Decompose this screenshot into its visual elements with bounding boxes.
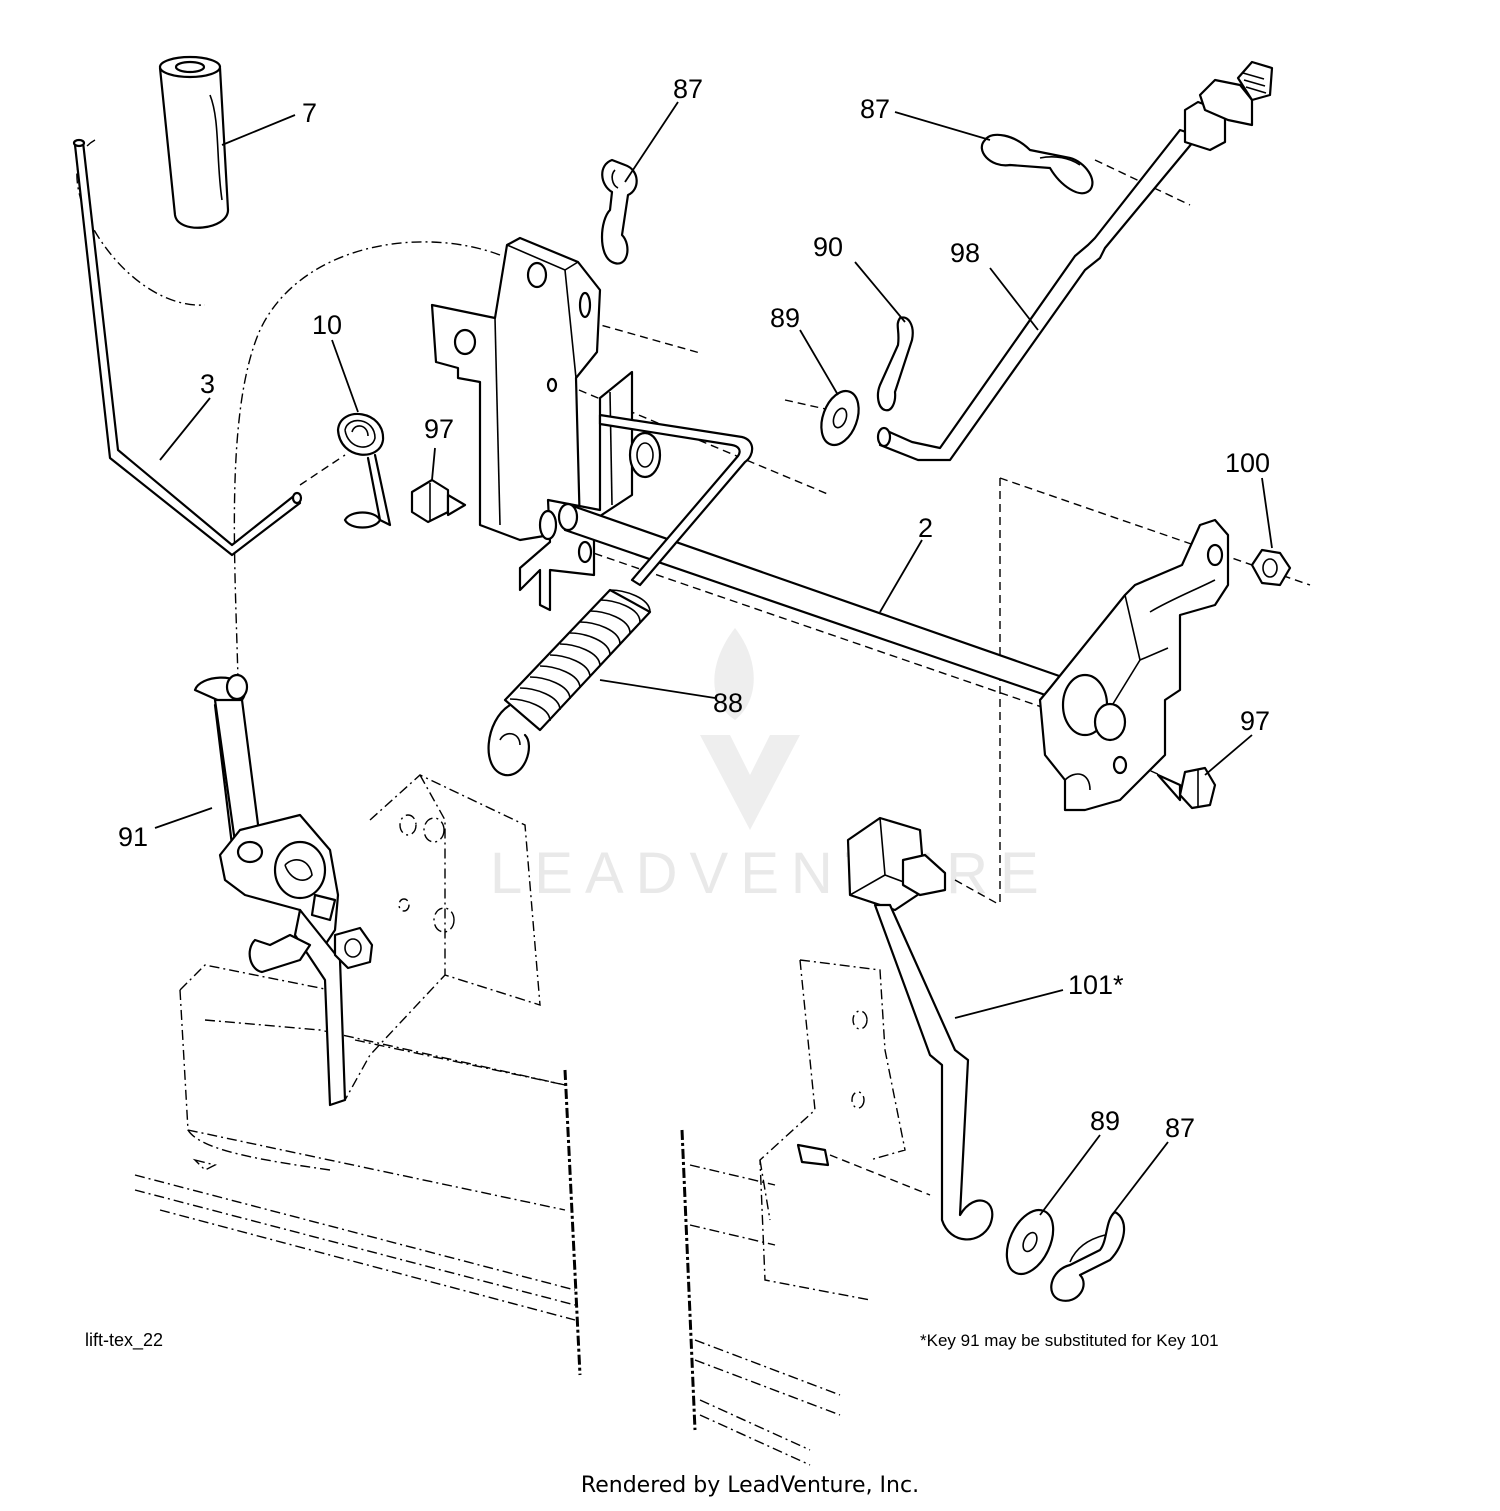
extension-spring bbox=[487, 588, 652, 777]
lift-link-left bbox=[193, 673, 374, 1107]
callout-98: 98 bbox=[950, 238, 980, 268]
washer-top bbox=[820, 389, 860, 447]
callout-89-top: 89 bbox=[770, 303, 800, 333]
lift-link-right bbox=[846, 816, 994, 1241]
leader-lines bbox=[154, 101, 1273, 1216]
hair-pin-top-right bbox=[980, 133, 1094, 195]
watermark: LEADVENTURE bbox=[490, 628, 1051, 906]
callout-101: 101* bbox=[1068, 970, 1124, 1000]
diagram-id-label: lift-tex_22 bbox=[85, 1330, 163, 1351]
lift-shaft bbox=[557, 502, 1067, 702]
handle-grip bbox=[158, 55, 230, 229]
washer-bottom bbox=[1005, 1208, 1055, 1276]
watermark-text: LEADVENTURE bbox=[490, 841, 1051, 906]
callout-87-top-right: 87 bbox=[860, 94, 890, 124]
right-pivot-bracket bbox=[1038, 518, 1230, 812]
callout-10: 10 bbox=[312, 310, 342, 340]
torsion-spring bbox=[336, 412, 392, 529]
callout-100: 100 bbox=[1225, 448, 1270, 478]
left-deck-phantom bbox=[134, 774, 582, 1376]
callout-89-bottom: 89 bbox=[1090, 1106, 1120, 1136]
lift-handle-rod bbox=[72, 138, 303, 557]
callout-97-left: 97 bbox=[424, 414, 454, 444]
callouts: 7 87 87 90 98 89 10 3 97 100 2 88 97 91 … bbox=[118, 74, 1270, 1143]
bolt-right bbox=[1156, 766, 1217, 810]
cotter-pin bbox=[876, 316, 914, 412]
hair-pin-top-left bbox=[601, 158, 638, 265]
spring-hook-rod bbox=[598, 413, 754, 587]
nut bbox=[1250, 548, 1292, 587]
callout-3: 3 bbox=[200, 369, 215, 399]
callout-7: 7 bbox=[302, 98, 317, 128]
hair-pin-bottom bbox=[1050, 1210, 1126, 1302]
pivot-bracket bbox=[518, 370, 662, 612]
callout-90: 90 bbox=[813, 232, 843, 262]
bolt-left bbox=[410, 478, 467, 524]
main-bracket bbox=[430, 236, 602, 542]
callout-87-top-left: 87 bbox=[673, 74, 703, 104]
substitution-note: *Key 91 may be substituted for Key 101 bbox=[920, 1331, 1219, 1350]
right-deck-phantom bbox=[680, 959, 906, 1466]
footer-credit: Rendered by LeadVenture, Inc. bbox=[580, 1473, 920, 1498]
callout-97-right: 97 bbox=[1240, 706, 1270, 736]
callout-88: 88 bbox=[713, 688, 743, 718]
callout-91: 91 bbox=[118, 822, 148, 852]
adjustment-rod bbox=[876, 60, 1274, 462]
callout-2: 2 bbox=[918, 513, 933, 543]
callout-87-bottom: 87 bbox=[1165, 1113, 1195, 1143]
